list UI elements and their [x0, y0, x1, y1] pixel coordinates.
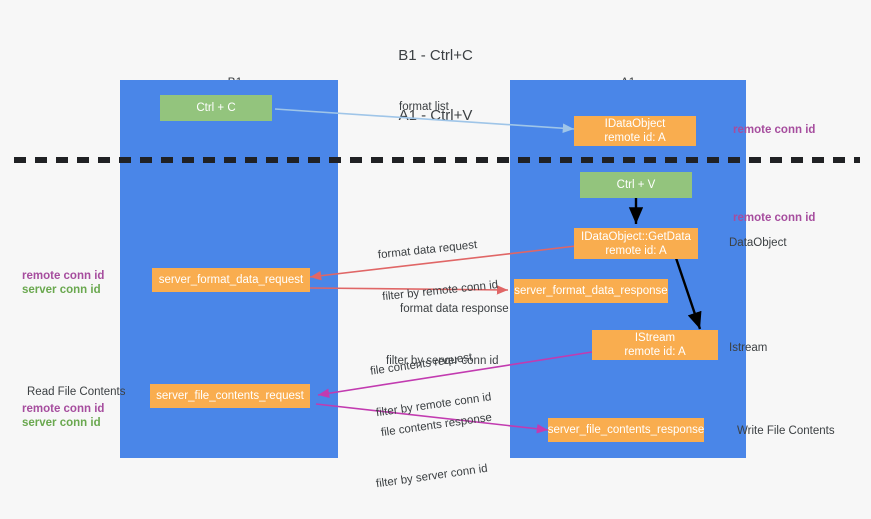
edge-label-file-contents-request-text: file contents request — [369, 351, 474, 378]
filter-key-server-conn-id: server conn id — [426, 355, 499, 367]
side-label-read-file-contents: Read File Contents — [27, 386, 126, 398]
filter-prefix: filter by — [386, 355, 427, 367]
side-label-left-server-conn-id: server conn id — [22, 284, 101, 296]
edge-label-file-contents-response-filter: filter by server conn id — [375, 460, 500, 491]
filter-prefix: filter by — [375, 472, 417, 491]
edge-label-format-data-response: format data response filter by server co… — [386, 274, 509, 396]
edge-label-format-list: format list — [399, 101, 449, 113]
side-label-istream: Istream — [729, 342, 768, 354]
edge-label-file-contents-response-text: file contents response — [380, 411, 493, 440]
side-label-remote-conn-id-top: remote conn id — [733, 124, 816, 136]
box-idataobject-sub: remote id: A — [604, 132, 666, 144]
box-server-format-data-request-label: server_format_data_request — [158, 274, 304, 286]
box-ctrl-c[interactable]: Ctrl + C — [160, 95, 272, 121]
box-server-format-data-response[interactable]: server_format_data_response — [514, 279, 668, 303]
box-server-file-contents-request[interactable]: server_file_contents_request — [150, 384, 310, 408]
box-getdata-sub: remote id: A — [605, 244, 667, 257]
edge-label-format-data-response-text: format data response — [400, 303, 509, 315]
box-istream-title: IStream — [634, 332, 676, 344]
side-label-left-remote-conn-id: remote conn id — [22, 270, 105, 282]
box-server-file-contents-response[interactable]: server_file_contents_response — [548, 418, 704, 442]
side-label-left-server-conn-id-2: server conn id — [22, 417, 101, 429]
box-istream-sub: remote id: A — [624, 346, 686, 358]
side-label-dataobject: DataObject — [729, 237, 787, 249]
side-label-remote-conn-id-mid: remote conn id — [733, 212, 816, 224]
page-title-line-1: B1 - Ctrl+C — [398, 47, 473, 64]
box-ctrl-v[interactable]: Ctrl + V — [580, 172, 692, 198]
box-ctrl-c-label: Ctrl + C — [196, 102, 236, 114]
box-idataobject-getdata[interactable]: IDataObject::GetData remote id: A — [574, 228, 698, 259]
box-istream[interactable]: IStream remote id: A — [592, 330, 718, 360]
filter-key-server-conn-id: server conn id — [415, 462, 489, 485]
side-label-write-file-contents: Write File Contents — [737, 425, 835, 437]
edge-label-file-contents-response: file contents response filter by server … — [364, 383, 503, 519]
box-getdata-title: IDataObject::GetData — [581, 230, 691, 243]
diagram-canvas: B1 - Ctrl+C A1 - Ctrl+V B1 connection A1… — [14, 47, 860, 490]
box-server-file-contents-request-label: server_file_contents_request — [156, 390, 304, 402]
box-server-format-data-request[interactable]: server_format_data_request — [152, 268, 310, 292]
box-ctrl-v-label: Ctrl + V — [616, 179, 656, 191]
side-label-left-remote-conn-id-2: remote conn id — [22, 403, 105, 415]
box-server-format-data-response-label: server_format_data_response — [514, 285, 668, 297]
box-server-file-contents-response-label: server_file_contents_response — [547, 424, 705, 436]
box-idataobject-title: IDataObject — [604, 118, 666, 130]
box-idataobject[interactable]: IDataObject remote id: A — [574, 116, 696, 146]
edge-label-format-data-request-text: format data request — [377, 239, 478, 262]
edge-label-format-data-response-filter: filter by server conn id — [386, 354, 509, 368]
